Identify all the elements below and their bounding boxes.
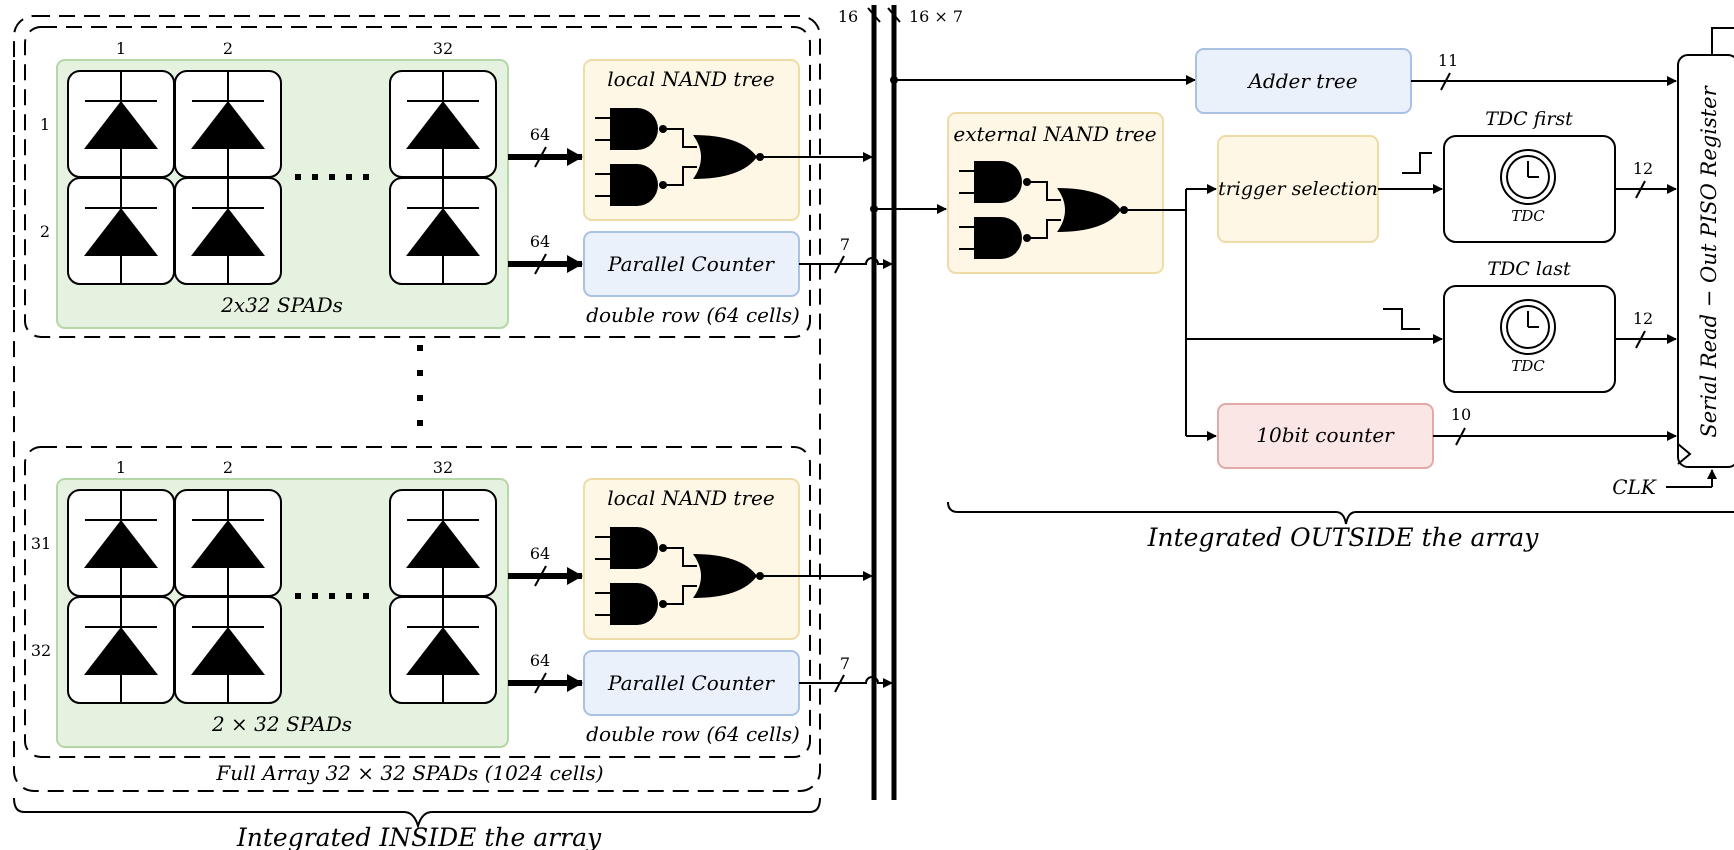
bus-width-label: 12 [1633, 159, 1653, 178]
tdc-icon-label: TDC [1511, 357, 1545, 375]
inside-brace [13, 797, 821, 830]
piso-register [1677, 54, 1734, 468]
tdc-first-title: TDC first [1485, 108, 1573, 130]
spad-cell [67, 596, 175, 704]
bus-width-label: 64 [530, 232, 550, 251]
tdc-icon-label: TDC [1511, 207, 1545, 225]
spad-cell [389, 177, 497, 285]
adder-tree-label: Adder tree [1246, 69, 1357, 93]
spad-cell [67, 177, 175, 285]
spad-cell [67, 70, 175, 178]
row-label: 31 [31, 534, 51, 553]
counter-10bit-label: 10bit counter [1256, 423, 1395, 447]
clk-label: CLK [1612, 475, 1657, 499]
nand-tree-label: local NAND tree [607, 67, 774, 91]
spads-label: 2x32 SPADs [220, 293, 343, 317]
spad-cell [389, 596, 497, 704]
bus-width-label: 64 [530, 544, 550, 563]
spad-cell [174, 177, 282, 285]
col-label: 2 [223, 39, 233, 58]
col-label: 1 [116, 39, 126, 58]
spad-cell [174, 596, 282, 704]
clock-icon [1500, 299, 1556, 355]
parallel-counter-label: Parallel Counter [607, 671, 775, 695]
vertical-bus: 16 16 × 7 [838, 5, 963, 800]
spad-cell [174, 70, 282, 178]
full-array-frame [13, 15, 821, 792]
bus-width-label: 10 [1451, 405, 1471, 424]
double-row-bottom: 1 2 32 31 32 2 × 32 SPADs 64 64 local NA… [24, 446, 893, 758]
outside-label: Integrated OUTSIDE the array [1147, 523, 1540, 552]
spads-label: 2 × 32 SPADs [211, 712, 352, 736]
bus-width-label: 64 [530, 125, 550, 144]
tdc-last-title: TDC last [1487, 258, 1571, 280]
bus-width-label: 12 [1633, 309, 1653, 328]
double-row-label: double row (64 cells) [586, 722, 800, 746]
external-nand-tree-label: external NAND tree [953, 122, 1156, 146]
spad-cell [389, 489, 497, 597]
piso-register-label: Serial Read − Out PISO Register [1697, 84, 1721, 437]
trigger-selection-label: trigger selection [1218, 178, 1378, 200]
bus-width-label: 11 [1438, 51, 1458, 70]
double-row-top: 1 2 32 1 2 2x32 SPADs 64 64 local NAND t… [13, 26, 893, 338]
bus-width-label: 7 [840, 654, 850, 673]
row-label: 2 [40, 222, 50, 241]
full-array-label: Full Array 32 × 32 SPADs (1024 cells) [215, 761, 603, 785]
parallel-counter-label: Parallel Counter [607, 252, 775, 276]
bus-label: 16 [838, 7, 858, 26]
col-label: 32 [433, 458, 453, 477]
clock-icon [1500, 149, 1556, 205]
row-label: 32 [31, 641, 51, 660]
spad-cell [174, 489, 282, 597]
bus-label: 16 × 7 [909, 7, 963, 26]
spad-cell [67, 489, 175, 597]
nand-tree-label: local NAND tree [607, 486, 774, 510]
col-label: 32 [433, 39, 453, 58]
col-label: 1 [116, 458, 126, 477]
row-label: 1 [40, 115, 50, 134]
double-row-label: double row (64 cells) [586, 303, 800, 327]
spad-cell [389, 70, 497, 178]
inside-label: Integrated INSIDE the array [236, 823, 602, 850]
col-label: 2 [223, 458, 233, 477]
outside-brace [947, 501, 1734, 525]
bus-width-label: 64 [530, 651, 550, 670]
bus-width-label: 7 [840, 235, 850, 254]
